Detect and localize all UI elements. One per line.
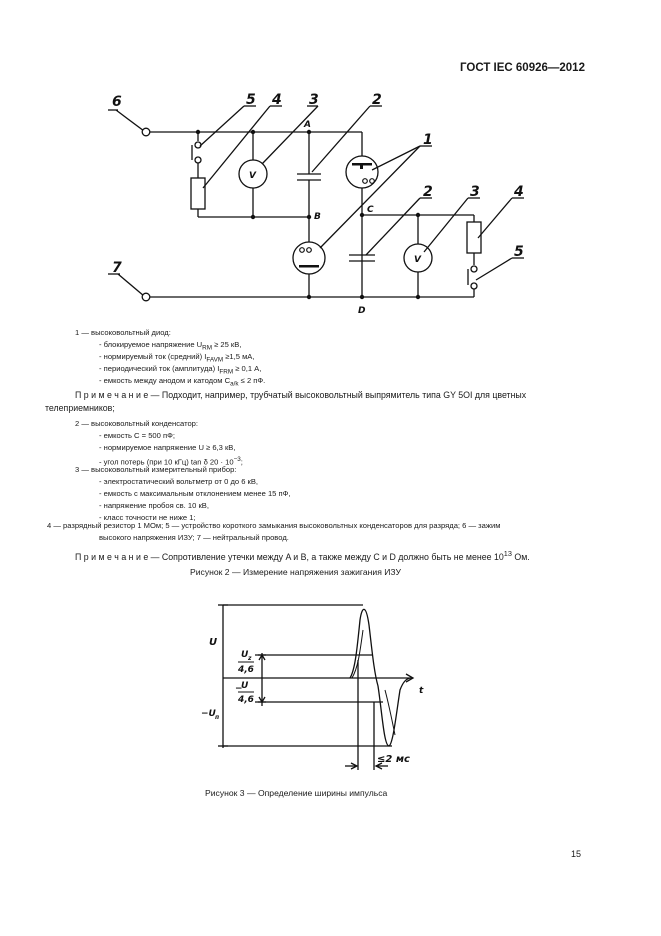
label-4: 4 — [271, 92, 282, 108]
legend-3-title: 3 — высоковольтный измерительный прибор: — [75, 465, 237, 474]
node-B: B — [314, 212, 321, 222]
legend-2-title: 2 — высоковольтный конденсатор: — [75, 419, 199, 428]
note-1: П р и м е ч а н и е — Подходит, например… — [45, 390, 527, 413]
legend-2-item: - емкость C = 500 пФ; — [99, 431, 175, 440]
label-Uz-sub: z — [247, 655, 252, 662]
note-2: П р и м е ч а н и е — Сопротивление утеч… — [75, 549, 530, 562]
legend-1-title: 1 — высоковольтный диод: — [75, 328, 171, 337]
node-C: C — [367, 205, 374, 215]
label-mUz-den: 4,6 — [237, 695, 254, 705]
label-1: 1 — [423, 132, 433, 148]
label-5b: 5 — [514, 244, 524, 260]
node-D: D — [358, 306, 366, 316]
legend-3-item: - емкость с максимальным отклонением мен… — [99, 489, 291, 498]
node-A: A — [303, 120, 311, 130]
label-minus-U: −U — [201, 709, 217, 719]
figure-3-caption: Рисунок 3 — Определение ширины импульса — [205, 788, 388, 798]
legend-1-item: - блокируемое напряжение URM ≥ 25 кВ, — [99, 340, 242, 352]
label-5: 5 — [246, 92, 256, 108]
label-4b: 4 — [513, 184, 524, 200]
label-3b: 3 — [470, 184, 480, 200]
label-6: 6 — [112, 94, 122, 110]
legend-4-7-line1: 4 — разрядный резистор 1 МОм; 5 — устрой… — [47, 521, 501, 530]
legend-3-item: - класс точности не ниже 1; — [99, 513, 196, 522]
label-t: t — [419, 686, 424, 696]
label-mUz-pre: − — [235, 684, 243, 694]
legend-1-item: - периодический ток (амплитуда) IFRM ≥ 0… — [99, 364, 262, 376]
legend-3-item: - напряжение пробоя св. 10 кВ, — [99, 501, 209, 510]
circuit-diagram: 6 5 4 3 2 1 2 3 4 5 7 A B C D V V — [108, 92, 524, 316]
legend-2-item: - угол потерь (при 10 кГц) tan δ 20 · 10… — [99, 456, 243, 467]
label-minus-U-sub: п — [215, 714, 219, 721]
page-number: 15 — [571, 849, 582, 859]
legend-1-item: - нормируемый ток (средний) IFAVM ≥1,5 м… — [99, 352, 255, 364]
label-2: 2 — [372, 92, 382, 108]
legend-4-7-line2: высокого напряжения ИЗУ; 7 — нейтральный… — [99, 533, 289, 542]
legend-3-item: - электростатический вольтметр от 0 до 6… — [99, 477, 259, 486]
pulse-waveform-diagram: U U z 4,6 − U 4,6 −U п t ≤2 мс — [201, 604, 424, 770]
legend-1-item: - емкость между анодом и катодом Ca/k ≤ … — [99, 376, 266, 388]
standard-header: ГОСТ IEC 60926—2012 — [460, 62, 585, 74]
label-Uz-num: U — [241, 650, 249, 660]
voltmeter-left-V: V — [249, 171, 257, 181]
label-Uz-den: 4,6 — [237, 665, 254, 675]
legend-2-item: - нормируемое напряжение U ≥ 6,3 кВ, — [99, 443, 236, 452]
label-mUz-num: U — [241, 681, 249, 691]
voltmeter-right-V: V — [414, 255, 422, 265]
label-U: U — [209, 637, 217, 648]
figure-2-caption: Рисунок 2 — Измерение напряжения зажиган… — [190, 567, 401, 577]
label-7: 7 — [112, 260, 122, 276]
label-width: ≤2 мс — [377, 754, 410, 765]
label-2b: 2 — [423, 184, 433, 200]
label-3: 3 — [309, 92, 319, 108]
